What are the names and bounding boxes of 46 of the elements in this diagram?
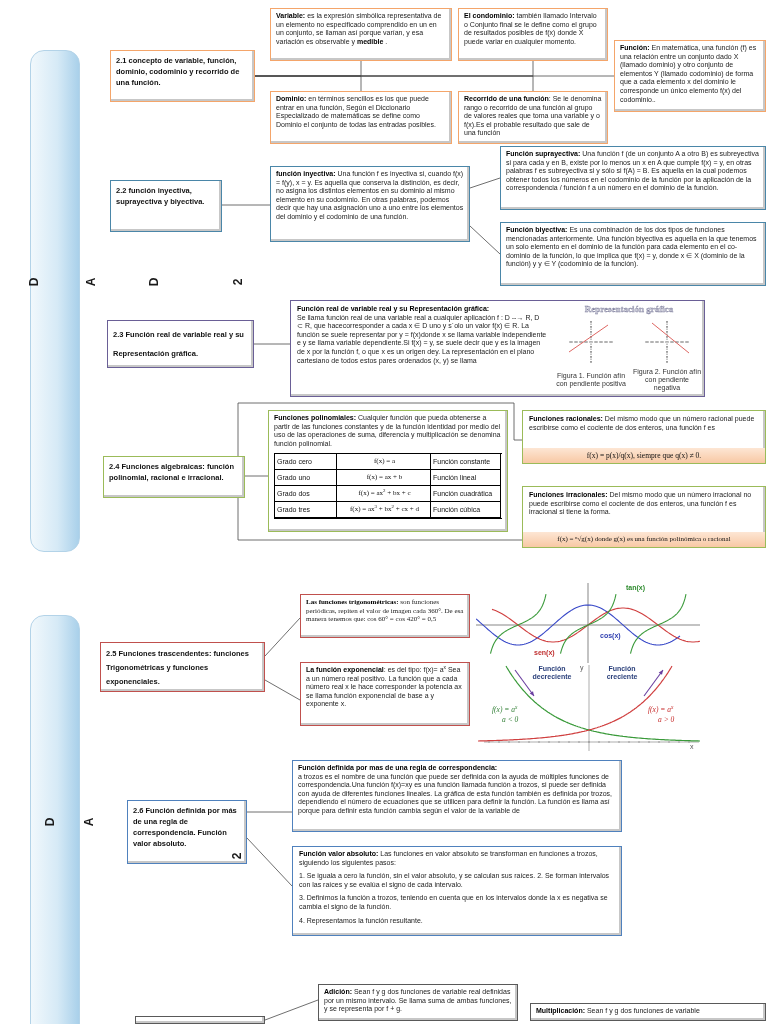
definition-box bbox=[270, 8, 452, 61]
connector-line bbox=[254, 75, 615, 77]
connector-line bbox=[469, 225, 501, 255]
connector-line bbox=[253, 343, 291, 345]
figure-title: Representación gráfica bbox=[584, 304, 674, 315]
definition-box bbox=[292, 760, 622, 832]
rotated-letter: A bbox=[83, 817, 96, 827]
topic-box bbox=[107, 320, 254, 368]
definition-box bbox=[268, 410, 508, 532]
rotated-letter: A bbox=[85, 277, 98, 287]
connector-line bbox=[246, 811, 293, 813]
rotated-letter: 2 bbox=[231, 852, 244, 860]
topic-box bbox=[100, 642, 265, 692]
connector-line bbox=[221, 204, 271, 206]
rotated-letter: D bbox=[44, 817, 57, 827]
definition-box bbox=[522, 486, 766, 548]
definition-box bbox=[458, 8, 608, 61]
topic-box bbox=[110, 180, 222, 232]
connector-line bbox=[244, 475, 269, 477]
rotated-letter: D bbox=[28, 277, 41, 287]
definition-box bbox=[292, 846, 622, 936]
connector-line bbox=[264, 999, 319, 1021]
definition-box bbox=[500, 146, 766, 210]
connector-line bbox=[264, 617, 301, 657]
connector-line bbox=[237, 402, 523, 457]
connector-line bbox=[237, 497, 523, 541]
definition-box bbox=[300, 594, 470, 638]
topic-box bbox=[110, 50, 255, 102]
definition-box bbox=[318, 984, 518, 1021]
rotated-letter: D bbox=[148, 277, 161, 287]
definition-box bbox=[500, 222, 766, 286]
topic-box bbox=[103, 456, 245, 498]
definition-box bbox=[530, 1003, 766, 1021]
definition-box bbox=[290, 300, 705, 397]
topic-box bbox=[127, 800, 247, 864]
connector-line bbox=[264, 679, 301, 701]
connector-line bbox=[469, 177, 501, 189]
definition-box bbox=[522, 410, 766, 464]
definition-box bbox=[270, 91, 452, 144]
definition-box bbox=[270, 166, 470, 242]
rotated-letter: 2 bbox=[232, 278, 245, 286]
definition-box bbox=[458, 91, 608, 144]
definition-box bbox=[300, 662, 470, 726]
empty-box bbox=[135, 1016, 265, 1024]
definition-box bbox=[614, 40, 766, 112]
connector-line bbox=[246, 837, 293, 887]
